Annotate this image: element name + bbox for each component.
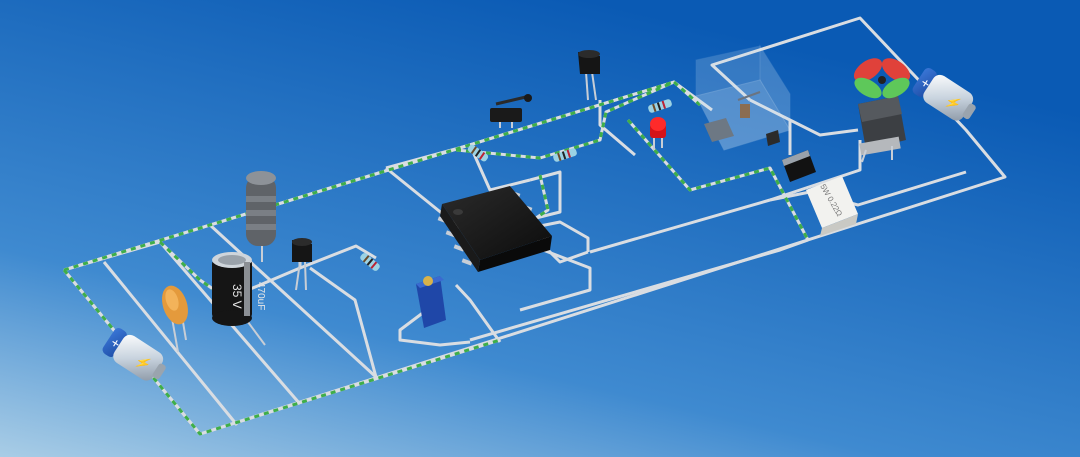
resistor-1 [360,253,380,271]
relay [695,44,791,151]
power-resistor-vertical [246,171,276,262]
battery-right: + ⚡ [912,67,976,121]
ceramic-capacitor [162,285,188,353]
resistor-4 [648,99,672,113]
fan-icon [853,58,911,99]
ic-chip [437,186,552,272]
transistor-top [578,50,600,101]
highlighted-path [62,80,810,436]
capacitor-value-label: 470uF [255,282,266,310]
micro-switch [490,94,532,128]
ceramic-power-resistor: 5W 0.22Ω [806,176,858,236]
electrolytic-capacitor: 35 V 470uF [212,252,266,346]
transistor-left [292,238,312,291]
resistor-2 [467,144,489,162]
motor-with-fan [853,58,911,163]
battery-left: + ⚡ [102,327,166,381]
capacitor-rating-label: 35 V [230,284,244,309]
trimmer-potentiometer [416,276,446,328]
red-led [650,117,666,150]
resistor-3 [553,148,577,162]
diode [766,130,816,182]
